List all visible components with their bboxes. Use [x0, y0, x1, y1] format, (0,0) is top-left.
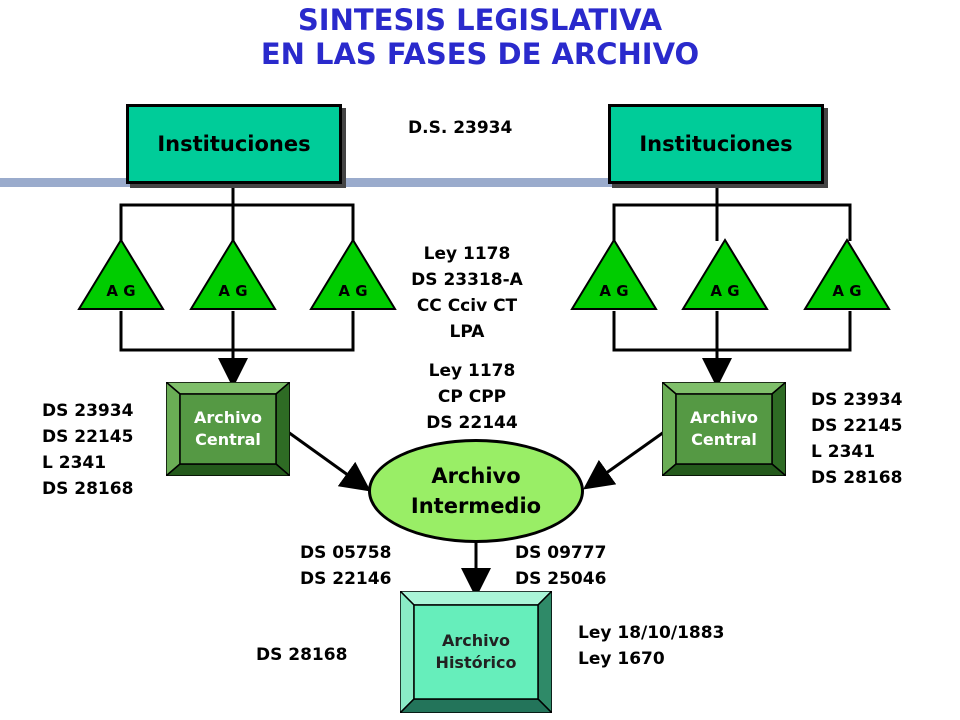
law-line: L 2341 [42, 453, 107, 473]
law-label-top: D.S. 23934 [408, 118, 513, 138]
decorative-bar [0, 178, 728, 187]
law-line: DS 22146 [300, 569, 392, 589]
law-line: Ley 1670 [578, 649, 665, 669]
law-label-historico-left: DS 28168 [256, 645, 348, 665]
law-label-intermedio-left: DS 05758 DS 22146 [300, 540, 391, 592]
law-line: DS 28168 [42, 479, 134, 499]
law-line: L 2341 [811, 442, 876, 462]
triangle-icon [681, 238, 769, 310]
label-line: Intermedio [410, 494, 542, 518]
law-line: DS 22144 [426, 413, 518, 433]
label-line: Central [691, 430, 757, 449]
bevel-frame [400, 591, 552, 713]
law-label-right-central: DS 23934 DS 22145 L 2341 DS 28168 [811, 387, 902, 491]
law-line: Ley 1178 [423, 244, 511, 264]
triangle-icon [803, 238, 891, 310]
institution-box-left: Instituciones [126, 104, 342, 184]
law-label-intermedio-right: DS 09777 DS 25046 [515, 540, 606, 592]
law-line: DS 25046 [515, 569, 607, 589]
label-line: Archivo [193, 408, 263, 427]
label-line: Central [195, 430, 261, 449]
law-line: DS 28168 [811, 468, 903, 488]
law-line: LPA [449, 322, 485, 342]
ag-triangle-left-1: A G [76, 237, 166, 311]
triangle-icon [570, 238, 658, 310]
law-line: DS 22145 [811, 416, 903, 436]
ag-triangle-right-3: A G [802, 237, 892, 311]
ag-triangle-left-3: A G [308, 237, 398, 311]
law-label-central-intermedio: Ley 1178 CP CPP DS 22144 [392, 358, 552, 436]
institution-box-right: Instituciones [608, 104, 824, 184]
law-line: CC Cciv CT [416, 296, 518, 316]
triangle-icon [309, 238, 397, 310]
bevel-frame [662, 382, 786, 476]
law-line: CP CPP [437, 387, 507, 407]
law-line: Ley 1178 [428, 361, 516, 381]
ag-label: A G [599, 282, 629, 300]
ag-label: A G [832, 282, 862, 300]
law-label-historico-right: Ley 18/10/1883 Ley 1670 [578, 620, 724, 672]
ag-triangle-left-2: A G [188, 237, 278, 311]
ag-triangle-right-1: A G [569, 237, 659, 311]
ag-label: A G [218, 282, 248, 300]
ag-label: A G [106, 282, 136, 300]
triangle-icon [77, 238, 165, 310]
law-label-left-central: DS 23934 DS 22145 L 2341 DS 28168 [42, 398, 133, 502]
law-label-ag-level: Ley 1178 DS 23318-A CC Cciv CT LPA [392, 241, 542, 345]
ag-label: A G [710, 282, 740, 300]
law-line: DS 05758 [300, 543, 392, 563]
triangle-icon [189, 238, 277, 310]
label-line: Archivo [431, 464, 521, 488]
law-line: DS 22145 [42, 427, 134, 447]
diagram-title-line2: EN LAS FASES DE ARCHIVO [260, 37, 700, 71]
bevel-frame [166, 382, 290, 476]
ag-triangle-right-2: A G [680, 237, 770, 311]
law-line: Ley 18/10/1883 [578, 623, 725, 643]
diagram-title-line1: SINTESIS LEGISLATIVA [297, 3, 663, 37]
law-line: DS 23934 [42, 401, 134, 421]
law-line: DS 23318-A [411, 270, 523, 290]
ag-label: A G [338, 282, 368, 300]
label-line: Archivo [441, 631, 511, 650]
law-line: DS 23934 [811, 390, 903, 410]
law-line: DS 09777 [515, 543, 607, 563]
label-line: Archivo [689, 408, 759, 427]
label-line: Histórico [435, 653, 517, 672]
